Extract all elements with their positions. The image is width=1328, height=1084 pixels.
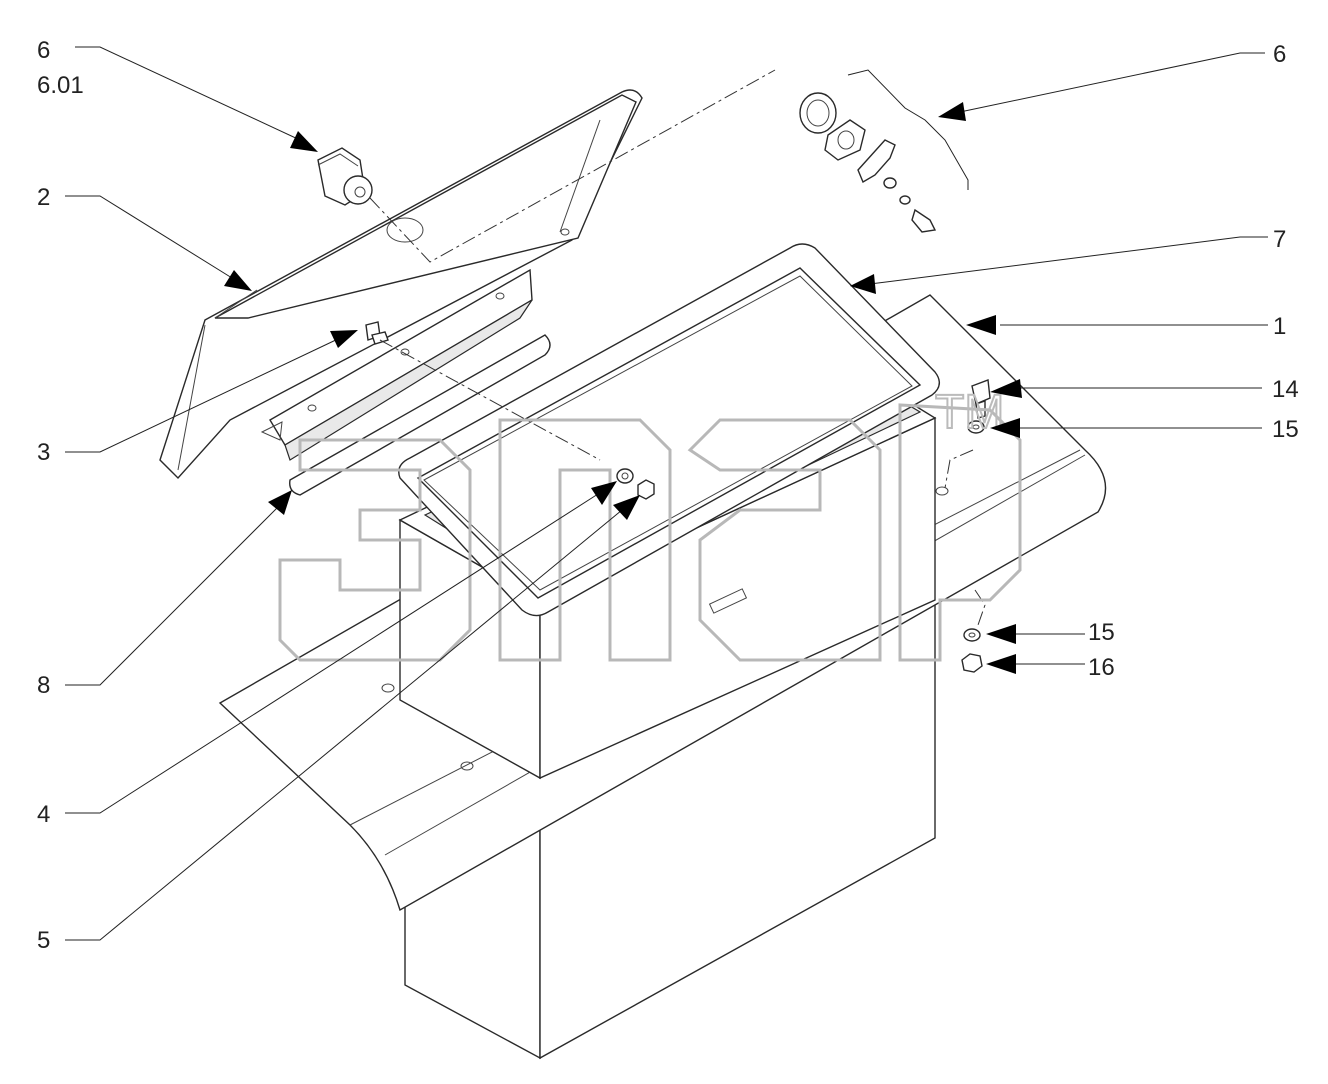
watermark: TM	[278, 385, 1022, 662]
nut-washer-4	[616, 468, 634, 484]
callout-1: 1	[1273, 313, 1286, 340]
callout-14: 14	[1272, 376, 1299, 403]
reference-bracket	[847, 69, 969, 190]
callout-15-lower: 15	[1088, 619, 1115, 646]
washer-15-lower	[963, 628, 981, 642]
callout-5: 5	[37, 927, 50, 954]
lid	[159, 89, 643, 480]
nut-5	[637, 479, 655, 500]
callout-labels: 6 6.01 2 3 8 4 5 6 7 1 14 15 15 16	[37, 37, 1299, 954]
seal-frame	[398, 243, 940, 617]
callout-7: 7	[1273, 226, 1286, 253]
callout-15-upper: 15	[1272, 416, 1299, 443]
callout-4: 4	[37, 801, 50, 828]
watermark-trademark: TM	[935, 386, 1004, 439]
lock-hardware	[799, 92, 937, 233]
callout-3: 3	[37, 439, 50, 466]
callout-16: 16	[1088, 654, 1115, 681]
callout-2: 2	[37, 184, 50, 211]
nut-16	[961, 653, 983, 673]
callout-6-01: 6.01	[37, 72, 84, 99]
center-lines	[369, 69, 986, 626]
hinge-bolt	[365, 321, 389, 345]
callout-6-right: 6	[1273, 41, 1286, 68]
callout-6-left: 6	[37, 37, 50, 64]
leaders	[65, 46, 1268, 941]
hinge	[260, 268, 551, 496]
callout-8: 8	[37, 672, 50, 699]
lock-cylinder	[317, 147, 373, 206]
washer-15-upper	[967, 420, 985, 434]
